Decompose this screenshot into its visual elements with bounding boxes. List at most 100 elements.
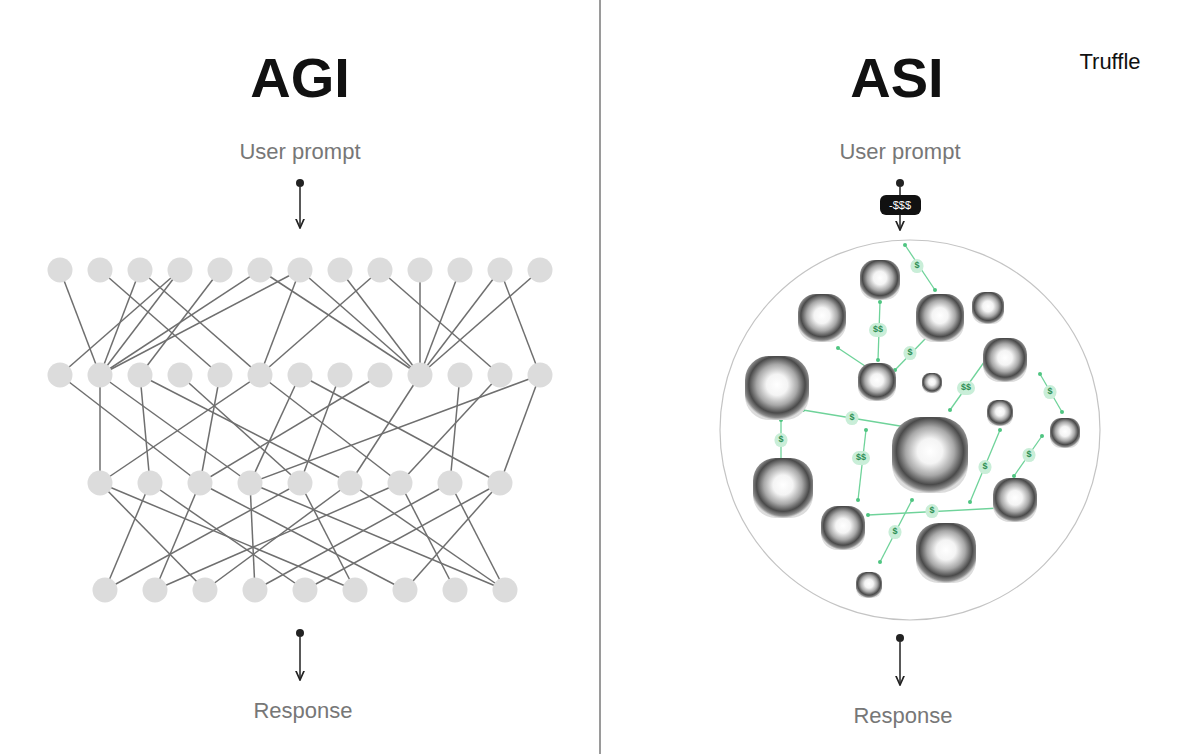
payment-link [858,430,866,500]
neuron [388,471,413,496]
neuron [338,471,363,496]
cost-text: -$$$ [889,199,911,211]
neuron [128,363,153,388]
neuron [328,363,353,388]
link-dot [933,288,937,292]
link-dot [876,358,880,362]
network-link [420,270,460,375]
payment-link [1014,436,1042,476]
payment-link [880,500,912,562]
payment-link [1040,374,1062,412]
agent-sphere [892,417,968,493]
agent-sphere [916,294,964,342]
link-dot [1038,372,1042,376]
network-link [260,270,420,375]
network-link [60,270,180,375]
link-dot [878,560,882,564]
neuron [408,258,433,283]
agent-sphere [1050,418,1080,448]
network-link [100,270,260,375]
network-link [100,270,220,375]
price-tag: $ [774,433,787,447]
network-link [350,375,420,483]
agent-sphere [916,523,976,583]
price-tag: $ [1022,448,1035,462]
agent-sphere [821,506,865,550]
link-dot [878,300,882,304]
link-dot [866,513,870,517]
link-dot [1040,434,1044,438]
network-link [60,270,100,375]
neuron [328,258,353,283]
payment-link [895,338,926,370]
neuron [48,363,73,388]
agent-spheres [745,260,1080,598]
network-link [155,483,400,590]
neuron [168,363,193,388]
network-link [420,270,500,375]
network-link [255,483,450,590]
agent-sphere [858,363,896,401]
neuron [128,258,153,283]
neuron [448,363,473,388]
price-tag: $ [903,346,916,360]
network-link [250,375,540,483]
agent-sphere [987,400,1013,426]
payment-link [950,358,987,410]
network-link [100,270,180,375]
neuron [248,258,273,283]
agent-sphere [993,478,1037,522]
network-link [300,270,420,375]
network-link [200,375,220,483]
neuron [408,363,433,388]
network-link [300,375,340,483]
input-label: User prompt [239,140,360,164]
agent-sphere [972,292,1004,324]
link-dot [998,428,1002,432]
neuron [288,363,313,388]
neuron [88,258,113,283]
neuron [168,258,193,283]
network-link [420,270,540,375]
network-link [380,270,500,375]
neuron [343,578,368,603]
neuron [188,471,213,496]
network-link [260,270,300,375]
network-link [99,375,101,483]
price-tag: $ [910,259,923,273]
payment-link [803,410,912,428]
output-label: Response [853,704,952,728]
panel-title: AGI [250,47,350,109]
network-link [105,483,300,590]
arrow [299,637,301,680]
neuron [488,258,513,283]
network-link [105,483,150,590]
neuron [48,258,73,283]
network-link [250,483,255,590]
neuron [293,578,318,603]
network-link [419,270,421,375]
neuron [488,471,513,496]
link-dot [910,498,914,502]
agent-sphere [798,294,846,342]
network-link [305,483,500,590]
network-link [350,483,505,590]
boundary-circle [720,240,1100,620]
link-dot [856,498,860,502]
neuron [443,578,468,603]
neuron [488,363,513,388]
neuron [288,258,313,283]
output-label: Response [253,699,352,723]
network-link [500,375,540,483]
network-link [450,483,505,590]
neuron [448,258,473,283]
price-tag: $ [888,525,901,539]
price-tag: $$ [869,323,887,337]
payment-link [838,348,868,368]
link-dot [836,346,840,350]
price-tag: $ [925,504,938,518]
neuron [528,363,553,388]
neuron [248,363,273,388]
